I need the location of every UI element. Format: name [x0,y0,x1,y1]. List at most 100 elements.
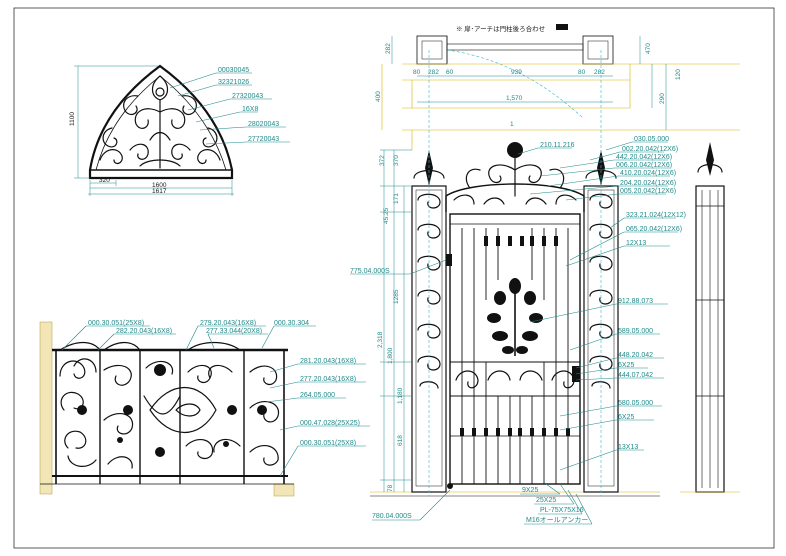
floral-motif [487,278,543,356]
gate-bottom-part-2: 25X25 [536,497,556,504]
plan-dim-total: 1,570 [506,95,523,102]
post-scrollwork [417,193,613,389]
gate-mid-part-6: 580.05.000 [618,400,653,407]
arch-frame [88,64,234,180]
gate-part-8: 005.20.042(12X6) [620,188,676,195]
side-finial-icon [706,142,714,176]
arch-scrollwork [99,75,221,169]
plan-gate-leaf [446,43,584,51]
gate-left-part: 775.04.000S [350,268,390,275]
plan-swing-arc [446,49,584,119]
gate-part-9: 323.21.024(12X12) [626,212,686,219]
plan-dim-3: 60 [446,69,454,76]
railing-leaders [61,325,370,477]
gate-part-5: 006.20.042(12X6) [616,162,672,169]
vdim-8: 1,180 [397,387,404,404]
gate-part-2: 030.05.000 [634,136,669,143]
gate-part-11: 12X13 [626,240,646,247]
gate-mid-part-5: 444.07.042 [618,372,653,379]
vdim-10: 78 [387,484,394,492]
vdim-4: 45.25 [383,207,390,224]
vdim-7: 1,800 [387,347,394,364]
plan-dim-290: 290 [659,93,666,104]
railing-top-part-4: 277.33.044(20X8) [206,328,262,335]
railing-top-part-2: 282.20.043(16X8) [116,328,172,335]
gate-bottom-part-5: 780.04.000S [372,513,412,520]
plan-dim-470a: 470 [645,43,652,54]
crown-scrollwork [453,157,577,205]
hinge-icon [446,254,452,266]
plan-post-left [416,35,448,65]
arch-leaders [169,72,290,145]
arch-inner-width-dim: 1600 [152,182,167,189]
vdim-3: 171 [393,193,400,204]
gate-pickets [461,228,569,484]
arch-part-1: 00030045 [218,67,249,74]
railing-scrollwork [59,341,280,469]
railing-elevation: 000.30.051(25X8) 282.20.043(16X8) 279.20… [39,320,370,497]
picket-caps [460,236,570,436]
plan-dim-6: 282 [594,69,605,76]
plan-dim-282: 282 [385,43,392,54]
gate-mid-part-8: 13X13 [618,444,638,451]
gate-mid-part-1: 912.88.073 [618,298,653,305]
gate-vertical-dims [380,149,412,492]
plan-dim-400: 400 [375,91,382,102]
gate-plan: ※ 扉･アーチは門柱後ろ合わせ [381,24,740,150]
gate-part-6: 410.20.024(12X6) [620,170,676,177]
gate-elevation [370,50,660,497]
plan-dim-1: 1 [510,121,514,128]
arch-part-5: 28020043 [248,121,279,128]
vdim-5: 1285 [393,289,400,304]
gate-bottom-part-1: 9X25 [522,487,538,494]
arch-offset-dim: 320 [99,177,110,184]
vdim-1: 372 [379,155,386,166]
arch-elevation: 00030045 32321026 27320043 16X8 28020043… [69,64,290,196]
post-side-view [680,142,740,493]
gate-part-3: 002.20.042(12X6) [622,146,678,153]
plan-dim-5: 80 [578,69,586,76]
vdim-9: 618 [397,435,404,446]
gate-part-1: 210.11.216 [540,142,575,149]
ground-stop-icon [447,483,453,489]
plan-latch-icon [556,24,568,30]
arch-part-6: 27720043 [248,136,279,143]
railing-wall [39,321,53,495]
railing-right-part-3: 264.05.000 [300,392,335,399]
arch-part-4: 16X8 [242,106,258,113]
railing-top-part-1: 000.30.051(25X8) [88,320,144,327]
railing-top-part-3: 279.20.043(16X8) [200,320,256,327]
railing-right-part-5: 000.30.051(25X8) [300,440,356,447]
gate-mid-part-3: 448.20.042 [618,352,653,359]
plan-post-right [582,35,614,65]
gate-leaders [350,141,678,525]
gate-part-10: 065.20.042(12X6) [626,226,682,233]
gate-bottom-part-3: PL-75X75X16 [540,507,584,514]
plan-dim-120: 120 [675,69,682,80]
vdim-2: 370 [393,155,400,166]
gate-part-7: 204.20.024(12X6) [620,180,676,187]
gate-note: ※ 扉･アーチは門柱後ろ合わせ [456,24,545,33]
arch-outer-width-dim: 1617 [152,188,167,195]
arch-height-dim: 1100 [69,112,76,126]
railing-rosettes [77,364,267,457]
plan-dim-4: 939 [511,69,522,76]
arch-inner-line [95,75,227,171]
plan-dim-2: 282 [428,69,439,76]
railing-right-part-4: 000.47.028(25X25) [300,420,360,427]
gate-mid-part-2: 589.05.000 [618,328,653,335]
arch-part-3: 27320043 [232,93,263,100]
crown-rosette-icon [507,142,523,158]
railing-right-part-2: 277.20.043(16X8) [300,376,356,383]
railing-top-part-5: 000.30.304 [274,320,309,327]
vdim-6: 2,318 [377,331,384,348]
gate-mid-part-4: 6X25 [618,362,634,369]
arch-part-2: 32321026 [218,79,249,86]
arch-dimensions [74,65,234,196]
gate-bottom-part-4: M16オールアンカー [526,516,588,524]
sheet-border [13,7,775,549]
gate-mid-part-7: 6X25 [618,414,634,421]
plan-dim-1: 80 [413,69,421,76]
gate-part-4: 442.20.042(12X6) [616,154,672,161]
